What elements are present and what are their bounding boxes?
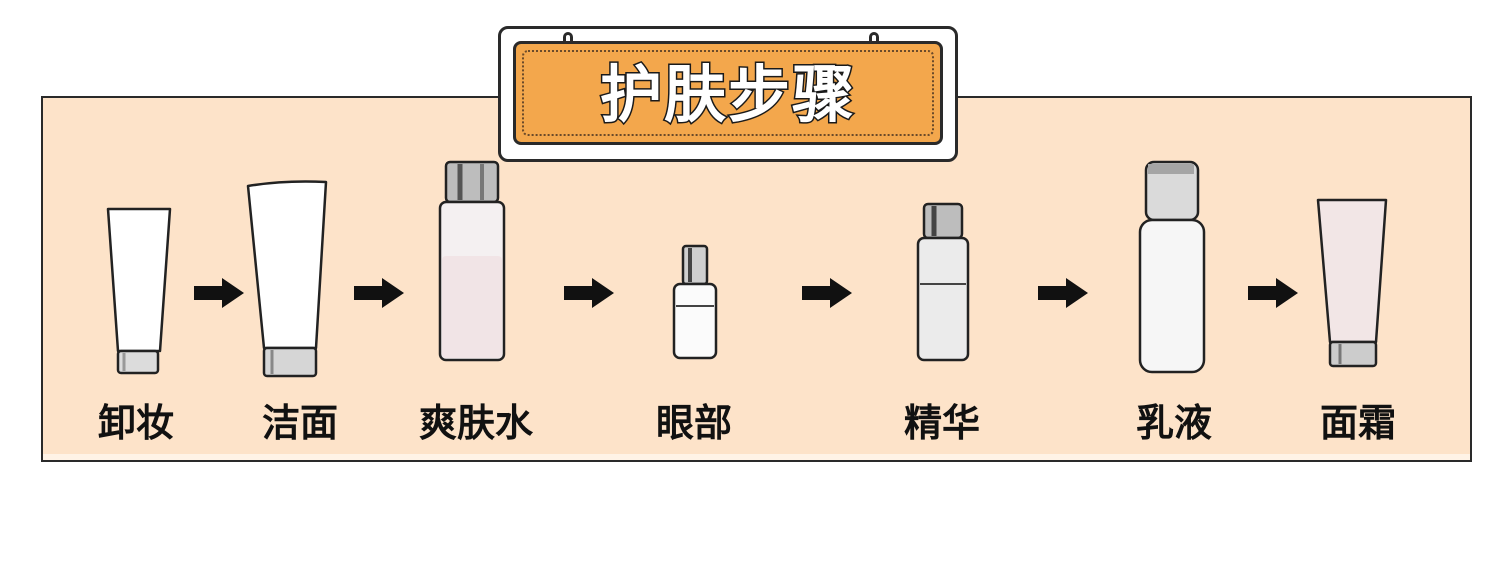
title-plate-dashed-border [522, 50, 934, 136]
cream-tube-icon [1316, 198, 1388, 368]
toner-bottle-icon [438, 160, 506, 362]
step-label-eye: 眼部 [655, 401, 732, 445]
arrow-right-icon [1248, 278, 1298, 308]
title-plate: 护肤步骤 [513, 41, 943, 145]
page-title: 护肤步骤 [598, 58, 856, 131]
step-label-cleanser: 洁面 [261, 401, 338, 445]
panel-bottom-strip [43, 454, 1470, 460]
arrow-right-icon [194, 278, 244, 308]
title-sign: 护肤步骤 [498, 26, 958, 162]
arrow-right-icon [564, 278, 614, 308]
step-label-toner: 爽肤水 [418, 401, 533, 445]
step-label-makeup-removal: 卸妆 [97, 401, 174, 445]
step-label-cream: 面霜 [1319, 401, 1396, 445]
step-label-essence: 精华 [903, 401, 980, 445]
arrow-right-icon [802, 278, 852, 308]
cleansing-tube-icon [106, 207, 172, 375]
arrow-right-icon [1038, 278, 1088, 308]
step-label-lotion: 乳液 [1135, 401, 1212, 445]
lotion-bottle-icon [1138, 160, 1206, 374]
essence-bottle-icon [916, 202, 970, 362]
face-wash-tube-icon [246, 180, 328, 378]
arrow-right-icon [354, 278, 404, 308]
eye-serum-bottle-icon [672, 244, 718, 360]
